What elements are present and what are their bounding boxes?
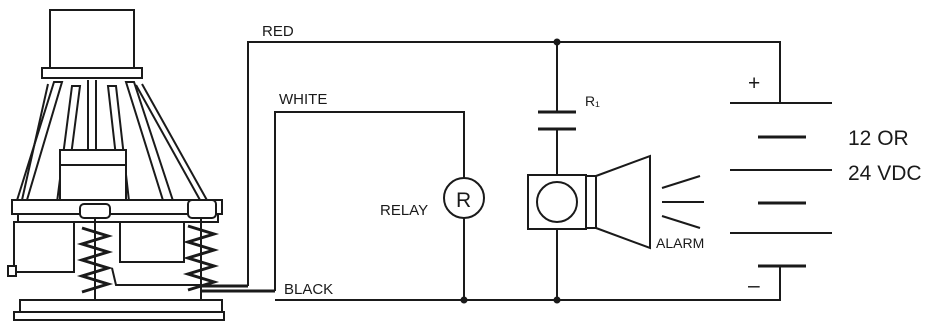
level-switch-mechanism-icon: [7, 9, 275, 321]
red-wire-label: RED: [262, 23, 294, 40]
relay-symbol: R: [456, 189, 471, 212]
relay-label: RELAY: [380, 202, 428, 219]
left-spring: [76, 203, 114, 300]
white-wire-label: WHITE: [279, 91, 327, 108]
voltage-label-line2: 24 VDC: [848, 162, 922, 185]
junction-dot: [460, 296, 468, 304]
voltage-label-line1: 12 OR: [848, 127, 909, 150]
right-spring: [182, 199, 220, 300]
resistor-r1-icon: [538, 110, 576, 131]
black-wire-label: BLACK: [284, 281, 333, 298]
circuit-wires: [247, 41, 781, 301]
junction-dot: [553, 296, 561, 304]
relay-coil-icon: [443, 177, 485, 219]
battery-icon: [730, 102, 832, 268]
alarm-label: ALARM: [656, 235, 704, 251]
alarm-horn-icon: [527, 154, 704, 250]
resistor-label: R₁: [585, 93, 600, 109]
junction-dot: [553, 38, 561, 46]
battery-plus-label: +: [748, 72, 760, 95]
battery-minus-label: –: [748, 274, 760, 297]
